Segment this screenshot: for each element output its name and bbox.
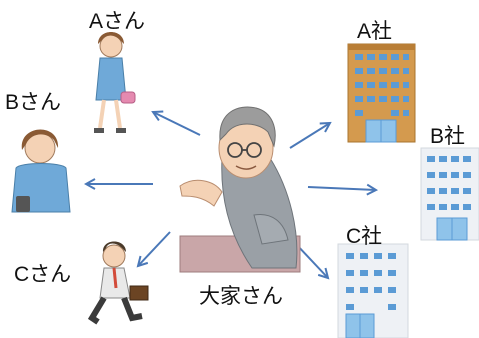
person-c-label: Cさん [14,263,72,286]
arrow-to-company-a [289,123,330,149]
arrow-to-person-a [153,112,201,136]
arrow-to-person-c [138,231,171,266]
landlord-illustration-icon [179,106,301,273]
arrow-to-company-c [295,243,328,278]
company-a-building-icon [347,43,416,143]
person-c-illustration-icon [87,241,149,325]
company-b-building-icon [420,147,479,241]
company-a-label: A社 [357,20,393,43]
person-a-illustration-icon [94,32,136,133]
person-b-illustration-icon [11,129,71,213]
landlord-label: 大家さん [199,285,283,308]
company-b-label: B社 [430,125,466,148]
person-b-label: Bさん [5,91,62,114]
company-c-building-icon [337,243,409,338]
arrow-to-company-b [307,187,376,190]
company-c-label: C社 [346,225,383,248]
person-a-label: Aさん [89,10,146,33]
